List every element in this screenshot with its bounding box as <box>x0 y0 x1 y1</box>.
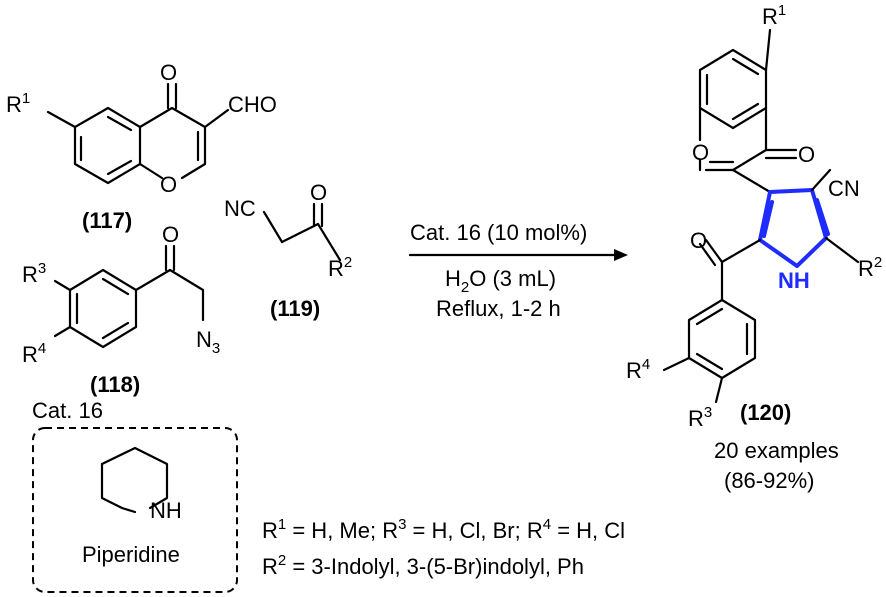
c119-r2: R2 <box>328 254 352 281</box>
substituent-definitions: R1 = H, Me; R3 = H, Cl, Br; R4 = H, Cl R… <box>262 516 625 579</box>
c118-r3: R3 <box>22 260 46 287</box>
compound-120: R1 O O CN O NH R2 R4 R3 (120) 20 example… <box>626 2 882 493</box>
c118-n3: N3 <box>196 327 220 357</box>
c117-cho: CHO <box>228 92 277 117</box>
c120-r4: R4 <box>626 356 650 383</box>
condition-solvent: H2O (3 mL) <box>445 266 556 296</box>
c117-r1: R1 <box>6 90 30 117</box>
piperidine-ring <box>100 446 169 510</box>
c117-pyranone-ring <box>138 106 207 180</box>
compound-117: O O CHO R1 (117) <box>6 60 277 233</box>
c117-ring-o: O <box>160 172 177 197</box>
c118-ketone-o: O <box>162 222 179 247</box>
c120-pyrrole-ring <box>758 188 828 268</box>
c120-ring-o: O <box>692 140 709 165</box>
c120-examples: 20 examples <box>714 438 839 463</box>
c119-nc: NC <box>224 196 256 221</box>
piperidine-nh: NH <box>150 498 182 523</box>
c120-acyl-o: O <box>690 228 707 253</box>
c120-r2: R2 <box>858 254 882 281</box>
c120-aryl-ring <box>687 298 757 380</box>
condition-temperature: Reflux, 1-2 h <box>436 296 561 321</box>
c118-r4: R4 <box>22 340 46 367</box>
c120-benzene-ring <box>698 48 768 130</box>
catalyst-box: Cat. 16 NH Piperidine <box>32 398 238 593</box>
arrow-head <box>614 249 628 261</box>
c118-label: (118) <box>90 372 140 397</box>
c118-benzene-ring <box>68 268 138 349</box>
piperidine-name: Piperidine <box>82 542 180 567</box>
c117-label: (117) <box>82 208 132 233</box>
catalyst-title: Cat. 16 <box>32 398 103 423</box>
c119-ketone-o: O <box>310 180 327 205</box>
c120-nh: NH <box>778 268 810 293</box>
c120-r3: R3 <box>688 404 712 431</box>
c117-ketone-o: O <box>160 60 177 85</box>
c120-cn: CN <box>828 176 860 201</box>
compound-118: O R3 R4 N3 (118) <box>22 222 220 397</box>
c119-label: (119) <box>270 296 320 321</box>
catalyst-dashed-border <box>32 427 238 593</box>
c120-yield: (86-92%) <box>724 468 814 493</box>
substituents-line-2: R2 = 3-Indolyl, 3-(5-Br)indolyl, Ph <box>262 552 584 579</box>
reaction-arrow-block: Cat. 16 (10 mol%) H2O (3 mL) Reflux, 1-2… <box>408 220 628 321</box>
compound-119: NC O R2 (119) <box>224 180 352 321</box>
c120-label: (120) <box>740 400 791 425</box>
condition-catalyst: Cat. 16 (10 mol%) <box>410 220 587 245</box>
c120-r1: R1 <box>762 2 786 29</box>
c117-benzene-ring <box>73 106 142 185</box>
c120-ketone-o: O <box>798 142 815 167</box>
substituents-line-1: R1 = H, Me; R3 = H, Cl, Br; R4 = H, Cl <box>262 516 625 543</box>
